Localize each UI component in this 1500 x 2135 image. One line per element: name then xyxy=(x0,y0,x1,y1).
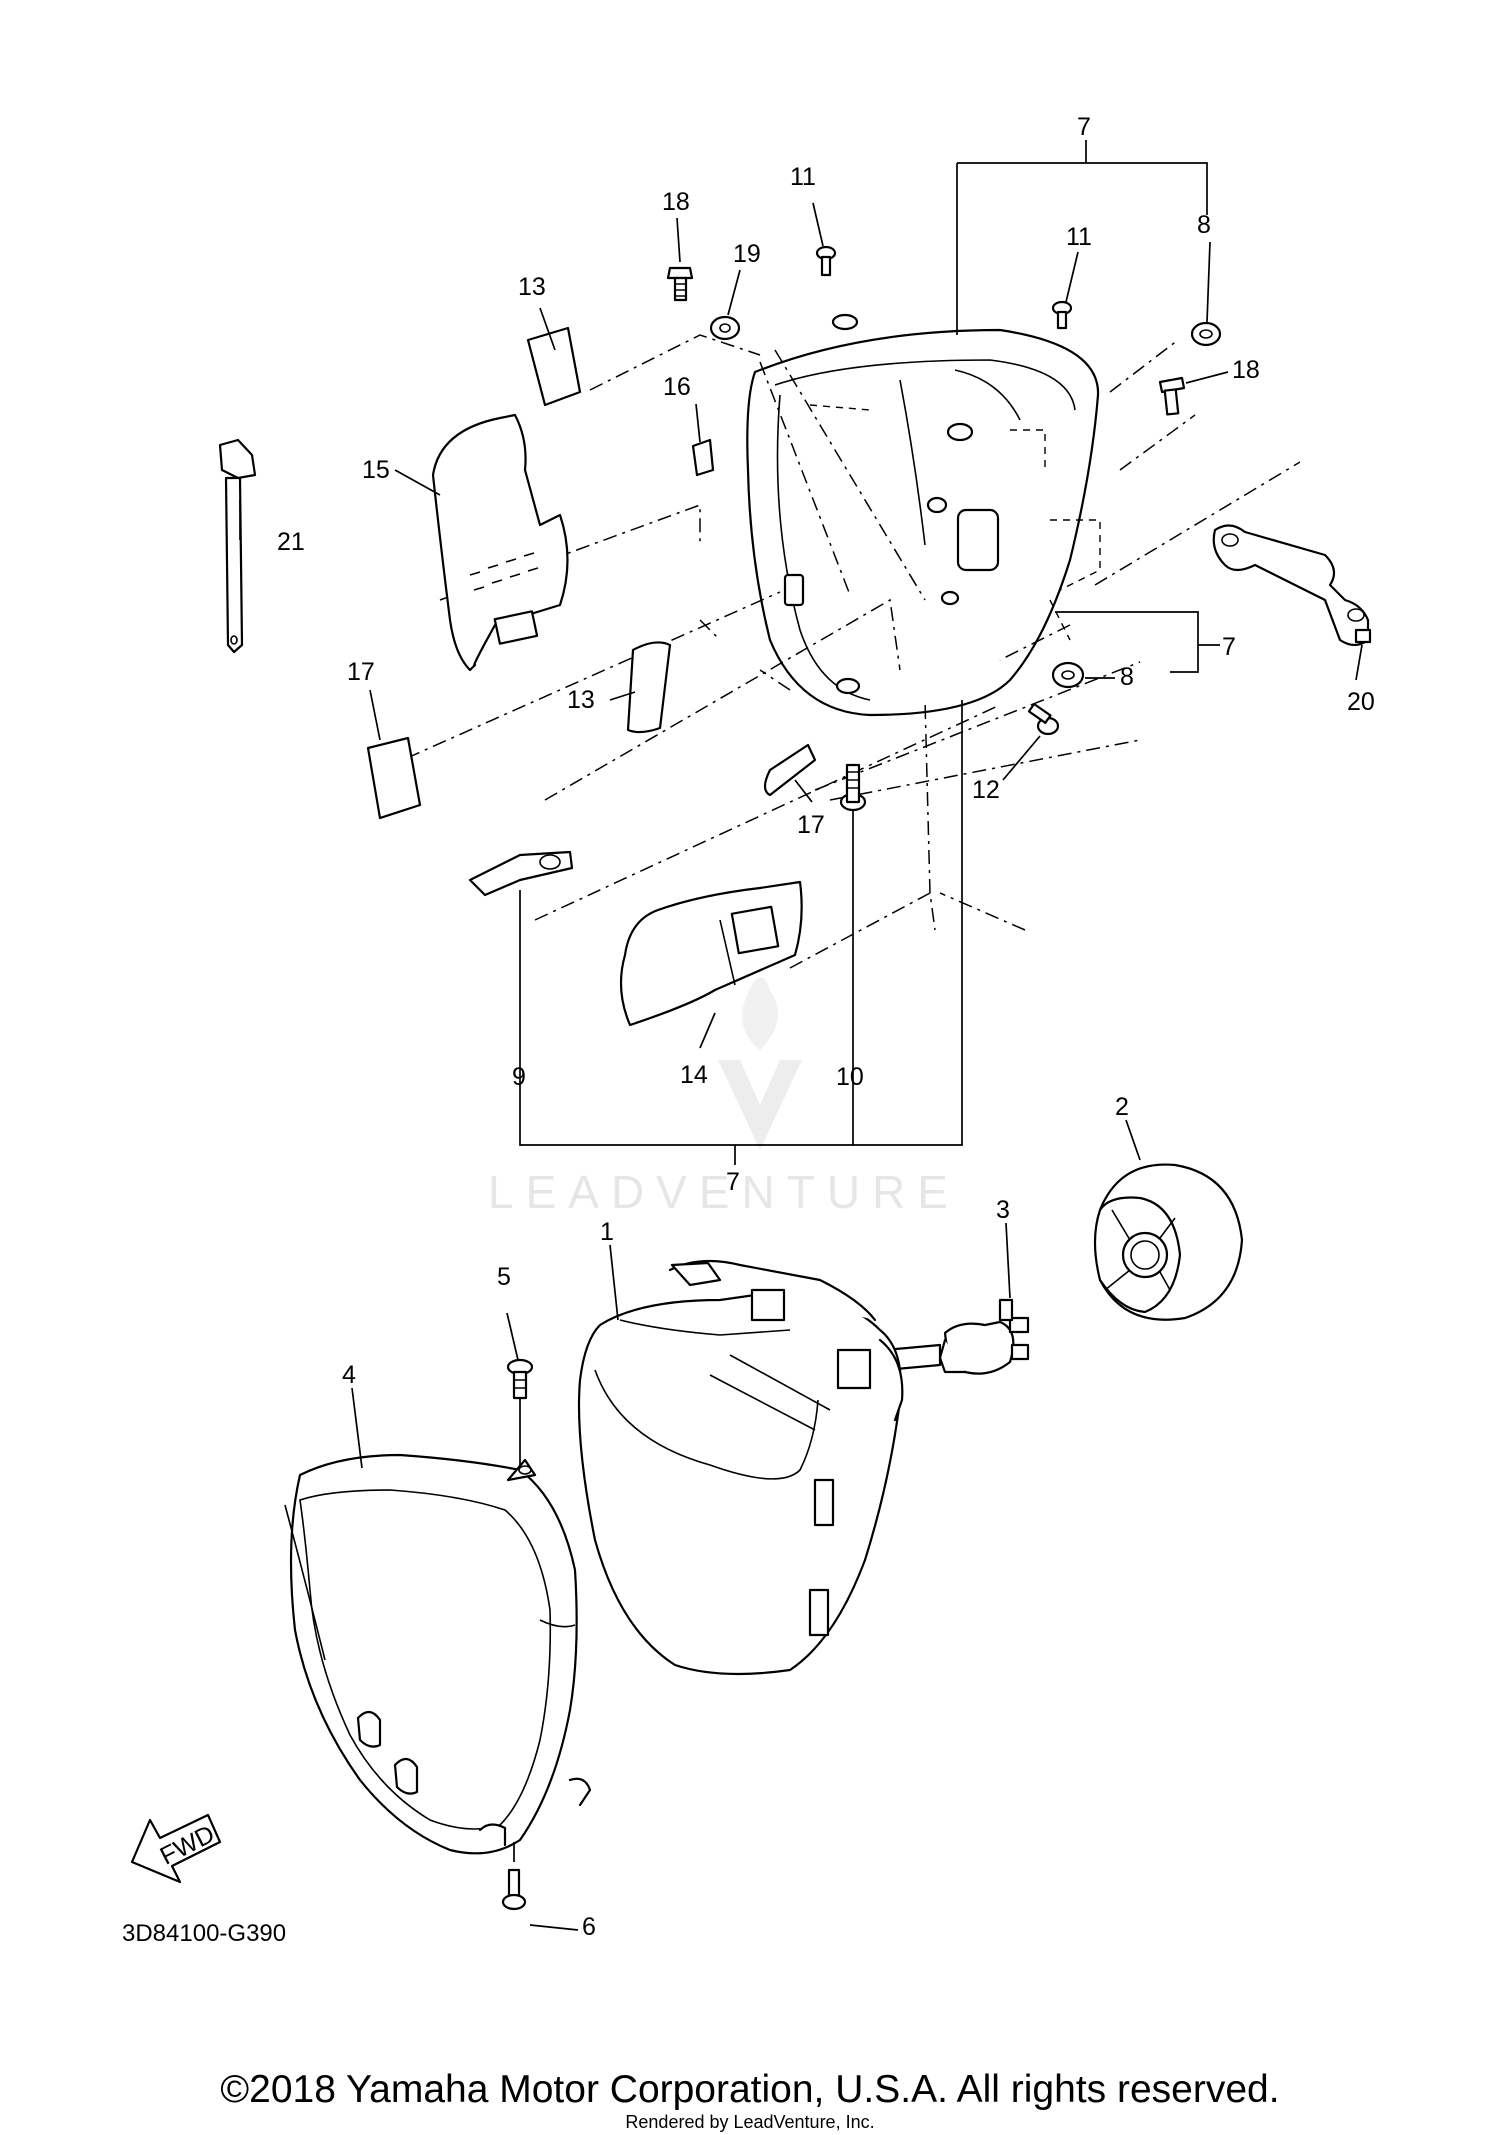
callout-10: 10 xyxy=(836,1063,864,1091)
label-13-top xyxy=(526,326,582,407)
screw-5 xyxy=(506,1358,534,1470)
housing-bracket-part xyxy=(746,313,1101,717)
diagram-code: 3D84100-G390 xyxy=(122,1920,287,1947)
grommet-8-bottom xyxy=(1051,661,1085,689)
callout-19: 19 xyxy=(733,240,761,268)
label-17-left xyxy=(366,736,422,820)
callout-numbers: 7 11 18 19 11 8 13 18 16 15 21 17 13 7 8… xyxy=(277,113,1375,1941)
callout-14: 14 xyxy=(680,1061,708,1089)
callout-leaders-lower xyxy=(351,1119,1141,1931)
callout-leaders-upper xyxy=(239,202,1363,1049)
washer-19 xyxy=(709,315,741,341)
callout-21: 21 xyxy=(277,528,305,556)
callout-11-right: 11 xyxy=(1066,223,1092,251)
callout-16: 16 xyxy=(663,373,691,401)
callout-17-left: 17 xyxy=(347,658,375,686)
label-17-right xyxy=(763,743,817,797)
stay-bracket-20 xyxy=(1212,524,1372,647)
screw-12 xyxy=(1027,702,1060,736)
screw-6 xyxy=(501,1842,527,1911)
callout-4: 4 xyxy=(342,1361,356,1389)
bulb-socket-2 xyxy=(1093,1163,1244,1321)
callout-5: 5 xyxy=(497,1263,511,1291)
headlight-unit-1 xyxy=(577,1259,904,1676)
callout-6: 6 xyxy=(582,1913,596,1941)
bolt-18-left xyxy=(666,266,694,302)
callout-18-left: 18 xyxy=(662,188,690,216)
callout-9: 9 xyxy=(512,1063,526,1091)
rendered-by-credit: Rendered by LeadVenture, Inc. xyxy=(625,2112,875,2132)
label-13-mid xyxy=(626,641,672,734)
callout-8-right: 8 xyxy=(1120,663,1134,691)
callout-7-right: 7 xyxy=(1222,633,1236,661)
screw-11-left xyxy=(815,245,837,277)
callout-8-top: 8 xyxy=(1197,211,1211,239)
headlight-rim-4 xyxy=(284,1453,592,1855)
callout-15: 15 xyxy=(362,456,390,484)
callout-20: 20 xyxy=(1347,688,1375,716)
callout-13-mid: 13 xyxy=(567,686,595,714)
bracket-9 xyxy=(468,850,574,897)
callout-7-top: 7 xyxy=(1077,113,1091,141)
label-14 xyxy=(619,880,803,1027)
bolt-10 xyxy=(839,763,867,812)
screw-11-right xyxy=(1051,300,1073,330)
group-brackets xyxy=(519,140,1220,1165)
callout-11-left: 11 xyxy=(790,163,816,191)
label-16 xyxy=(691,438,715,477)
cable-tie-21 xyxy=(218,438,257,654)
fwd-arrow-icon: FWD xyxy=(130,1813,222,1884)
callout-13-top: 13 xyxy=(518,273,546,301)
label-15 xyxy=(431,413,569,672)
copyright-notice: ©2018 Yamaha Motor Corporation, U.S.A. A… xyxy=(220,2068,1280,2111)
callout-12: 12 xyxy=(972,776,1000,804)
callout-1: 1 xyxy=(600,1218,614,1246)
callout-7-bottom: 7 xyxy=(726,1168,740,1196)
callout-18-right: 18 xyxy=(1232,356,1260,384)
leadventure-watermark-logo xyxy=(718,977,802,1150)
callout-3: 3 xyxy=(996,1196,1010,1224)
watermark-text: LEADVENTURE xyxy=(488,1166,960,1218)
grommet-8-top xyxy=(1190,321,1222,347)
callout-2: 2 xyxy=(1115,1093,1129,1121)
callout-17-right: 17 xyxy=(797,811,825,839)
bolt-18-right xyxy=(1158,376,1186,416)
